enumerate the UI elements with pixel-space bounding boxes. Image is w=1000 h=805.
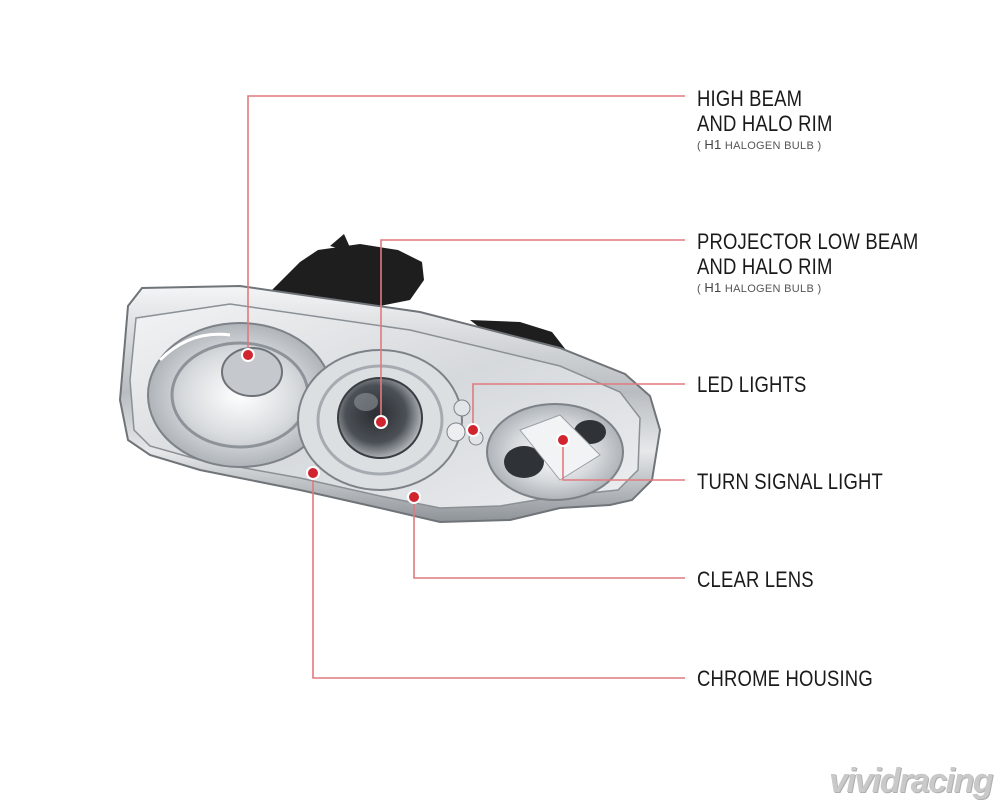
dot-chrome-housing bbox=[306, 466, 320, 480]
dot-led bbox=[466, 423, 480, 437]
callout-line: TURN SIGNAL LIGHT bbox=[697, 469, 883, 494]
dot-high-beam bbox=[241, 348, 255, 362]
leader-chrome-housing bbox=[312, 473, 685, 679]
callout-line: HIGH BEAM bbox=[697, 86, 803, 111]
callout-projector-low-beam: PROJECTOR LOW BEAM AND HALO RIM ( H1 HAL… bbox=[697, 229, 961, 297]
callout-line: LED LIGHTS bbox=[697, 372, 807, 397]
callout-clear-lens: CLEAR LENS bbox=[697, 567, 836, 592]
leader-high-beam bbox=[247, 95, 685, 355]
high-beam-reflector bbox=[147, 322, 333, 468]
callout-line: CLEAR LENS bbox=[697, 567, 814, 592]
watermark-text: vividracing bbox=[828, 762, 994, 800]
callout-line: AND HALO RIM bbox=[697, 254, 833, 279]
leader-turn-signal bbox=[562, 440, 685, 481]
dot-projector bbox=[374, 415, 388, 429]
callout-subtitle: ( H1 HALOGEN BULB ) bbox=[697, 137, 822, 152]
callout-subtitle: ( H1 HALOGEN BULB ) bbox=[697, 280, 822, 295]
callout-line: PROJECTOR LOW BEAM bbox=[697, 229, 919, 254]
callout-chrome-housing: CHROME HOUSING bbox=[697, 666, 906, 691]
callout-high-beam: HIGH BEAM AND HALO RIM ( H1 HALOGEN BULB… bbox=[697, 86, 858, 154]
callout-dots bbox=[241, 348, 570, 504]
turn-signal-reflector bbox=[486, 403, 624, 501]
leader-projector bbox=[380, 239, 685, 422]
callout-led-lights: LED LIGHTS bbox=[697, 372, 827, 397]
leader-led bbox=[472, 383, 685, 430]
callout-line: CHROME HOUSING bbox=[697, 666, 873, 691]
callout-leaders bbox=[247, 95, 685, 679]
vividracing-watermark: vividracing bbox=[792, 762, 994, 800]
dot-turn-signal bbox=[556, 433, 570, 447]
callout-line: AND HALO RIM bbox=[697, 111, 833, 136]
dot-clear-lens bbox=[407, 490, 421, 504]
led-cluster bbox=[446, 399, 484, 446]
leader-clear-lens bbox=[413, 497, 685, 579]
callout-turn-signal: TURN SIGNAL LIGHT bbox=[697, 469, 918, 494]
